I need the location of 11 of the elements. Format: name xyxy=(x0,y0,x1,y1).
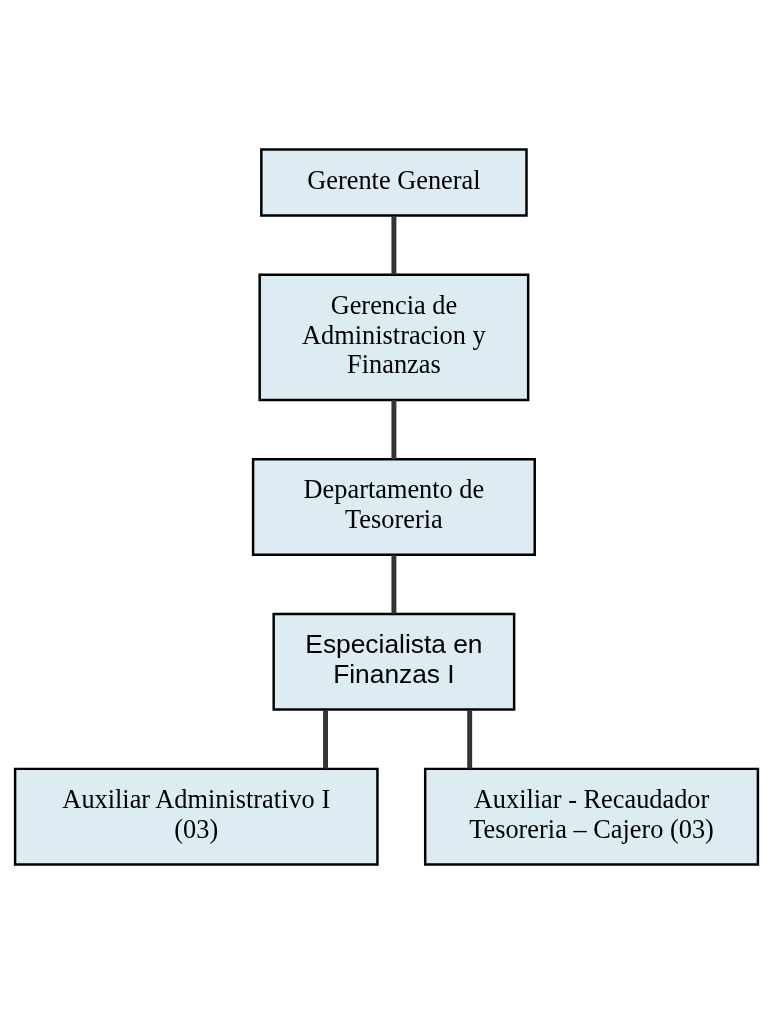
node-box: Gerente General xyxy=(260,147,528,217)
connector xyxy=(467,709,473,769)
node-box: Gerencia de Administracion y Finanzas xyxy=(258,273,530,401)
connector xyxy=(391,399,397,459)
connector xyxy=(391,215,397,274)
node-box: Especialista en Finanzas I xyxy=(272,612,516,711)
node-box: Auxiliar - Recaudador Tesoreria – Cajero (03) xyxy=(423,767,760,866)
node-box: Departamento de Tesoreria xyxy=(251,457,536,556)
node-box: Auxiliar Administrativo I (03) xyxy=(13,767,379,866)
connector xyxy=(391,554,397,614)
connector xyxy=(323,709,329,769)
